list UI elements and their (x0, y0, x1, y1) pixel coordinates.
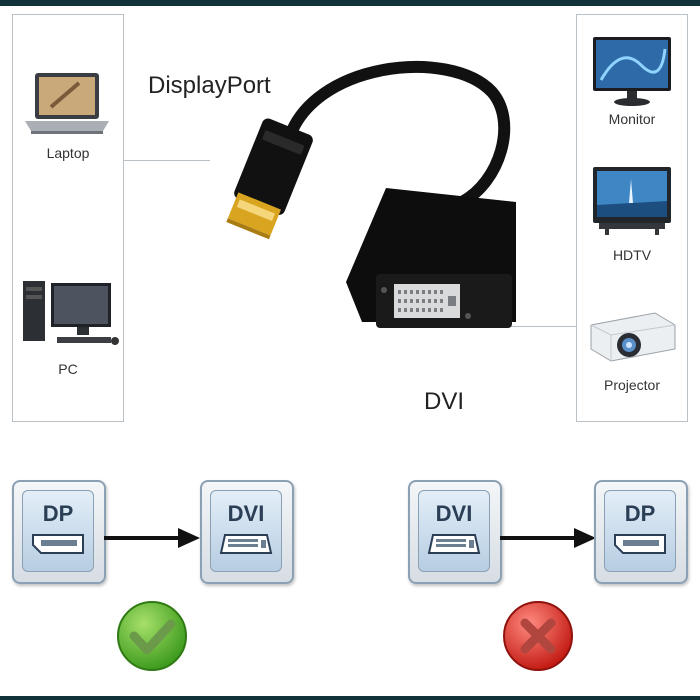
laptop-icon (21, 71, 113, 141)
dp-to-dvi-adapter-image (200, 52, 520, 352)
hdtv-label: HDTV (612, 247, 652, 263)
flow2-arrow-icon (500, 528, 596, 548)
cross-icon (500, 598, 576, 674)
right-device-panel: Monitor HDTV Projector (576, 14, 688, 422)
flow1-arrow-icon (104, 528, 200, 548)
flow2-from-label: DVI (435, 501, 473, 526)
check-icon (114, 598, 190, 674)
flow1-dvi-port-box: DVI (200, 480, 294, 584)
projector-connector-line (490, 326, 576, 327)
dvi-port-icon (427, 534, 481, 554)
dvi-port-icon (219, 534, 273, 554)
flow1-to-label: DVI (227, 501, 265, 526)
dp-port-icon (614, 534, 666, 554)
flow2-dp-port-box: DP (594, 480, 688, 584)
pc-label: PC (58, 361, 78, 377)
dp-port-icon (32, 534, 84, 554)
flow2-dvi-port-box: DVI (408, 480, 502, 584)
top-bar (0, 0, 700, 6)
projector-label: Projector (603, 377, 661, 393)
projector-icon (585, 305, 679, 367)
displayport-label: DisplayPort (148, 72, 271, 99)
bottom-bar (0, 696, 700, 700)
flow1-dp-port-box: DP (12, 480, 106, 584)
desktop-pc-icon (21, 277, 121, 349)
monitor-icon (591, 35, 673, 107)
laptop-connector-line (124, 160, 210, 161)
monitor-label: Monitor (608, 111, 656, 127)
laptop-label: Laptop (46, 145, 90, 161)
dvi-label: DVI (424, 388, 465, 415)
left-device-panel: Laptop PC (12, 14, 124, 422)
flow1-from-label: DP (42, 501, 74, 526)
hdtv-icon (591, 165, 673, 239)
flow2-to-label: DP (624, 501, 656, 526)
